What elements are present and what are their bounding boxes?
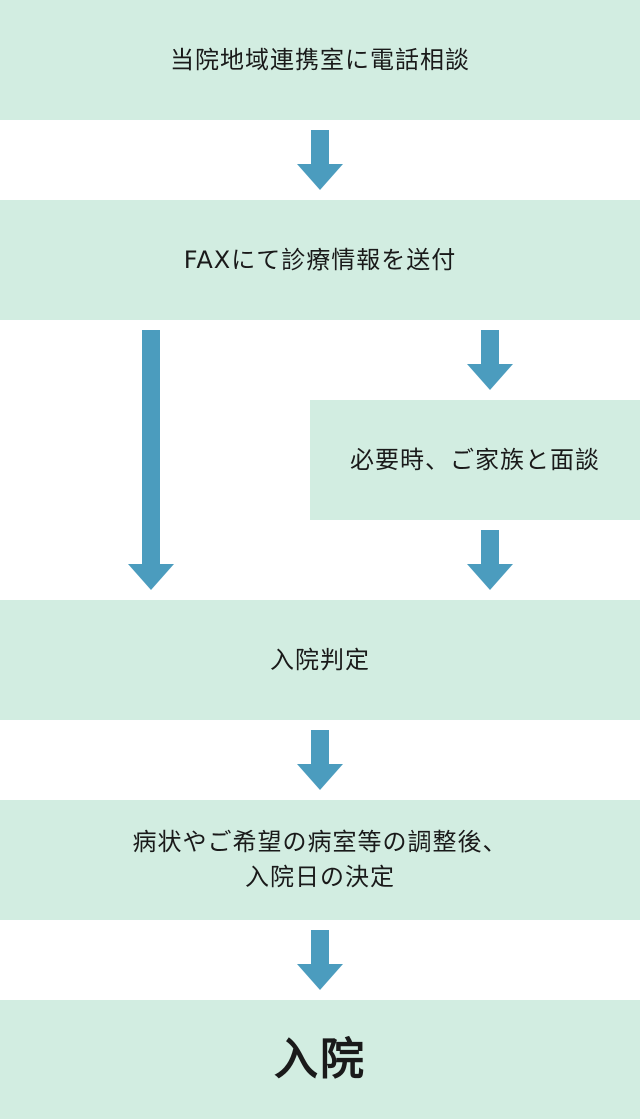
- step-family-interview-label: 必要時、ご家族と面談: [350, 445, 600, 474]
- step-date-decision-line2: 入院日の決定: [245, 863, 395, 891]
- step-phone-consult-label: 当院地域連携室に電話相談: [170, 45, 470, 74]
- step-date-decision-line1: 病状やご希望の病室等の調整後、: [132, 828, 508, 857]
- step-family-interview: 必要時、ご家族と面談: [310, 400, 640, 520]
- step-admission-judgement-label: 入院判定: [270, 645, 370, 674]
- step-phone-consult: 当院地域連携室に電話相談: [0, 0, 640, 120]
- flow-arrow-direct: [126, 330, 176, 590]
- flow-arrow-4: [295, 730, 345, 790]
- flow-arrow-5: [295, 930, 345, 990]
- step-admission-judgement: 入院判定: [0, 600, 640, 720]
- flow-arrow-from-interview: [465, 530, 515, 590]
- step-admission: 入院: [0, 1000, 640, 1119]
- step-admission-label: 入院: [274, 1033, 366, 1085]
- step-fax-send-label: FAXにて診療情報を送付: [183, 245, 457, 274]
- step-fax-send: FAXにて診療情報を送付: [0, 200, 640, 320]
- flow-arrow-1: [295, 130, 345, 190]
- flow-arrow-to-interview: [465, 330, 515, 390]
- step-date-decision: 病状やご希望の病室等の調整後、 入院日の決定: [0, 800, 640, 920]
